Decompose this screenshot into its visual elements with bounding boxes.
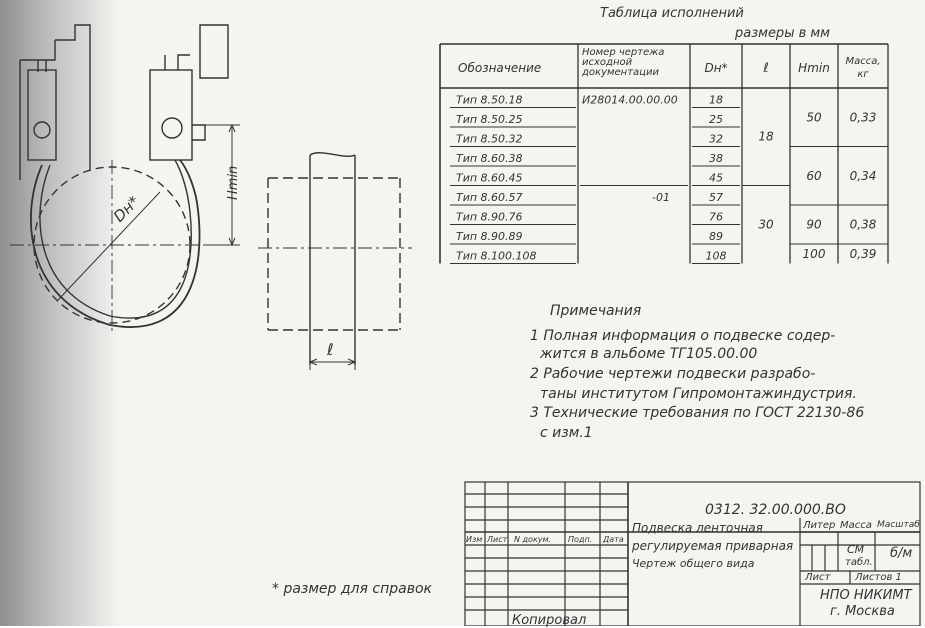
table-cell-mass: 0,33 — [850, 110, 877, 124]
table-cell-designation: Тип 8.50.18 — [456, 94, 523, 107]
table-cell-hmin: 90 — [806, 218, 822, 232]
table-cell-l: 30 — [758, 217, 774, 231]
mass-value-1: СМ — [847, 543, 865, 556]
col-list: Лист — [487, 535, 508, 544]
table-header-mass-2: кг — [857, 69, 869, 80]
hdr-liter: Литер — [803, 520, 836, 531]
hanger-side-view — [10, 24, 240, 335]
table-cell-dn: 89 — [709, 230, 723, 243]
table-header-mass-1: Масса, — [845, 56, 880, 67]
sheet-label: Лист — [805, 572, 831, 583]
note-2-line-2: таны институтом Гипромонтажиндустрия. — [540, 386, 857, 402]
table-cell-designation: Тип 8.60.57 — [456, 191, 523, 204]
org-name: НПО НИКИМТ — [820, 588, 912, 603]
table-units: размеры в мм — [735, 26, 830, 41]
table-cell-dn: 108 — [706, 250, 727, 263]
notes-heading: Примечания — [550, 303, 642, 319]
versions-table: Обозначение Номер чертежаисходнойдокумент… — [439, 43, 889, 264]
table-cell-dn: 57 — [709, 191, 723, 204]
product-name-3: Чертеж общего вида — [632, 557, 755, 570]
table-cell-dn: 45 — [709, 172, 723, 185]
col-doc-num: N докум. — [514, 535, 552, 544]
table-cell-hmin: 60 — [806, 169, 822, 183]
hdr-mass: Масса — [840, 520, 872, 531]
table-cell-dn: 32 — [709, 133, 723, 146]
col-sign: Подп. — [568, 535, 593, 544]
col-date: Дата — [603, 535, 624, 544]
table-header-designation: Обозначение — [458, 61, 541, 75]
table-cell-dn: 25 — [709, 113, 723, 126]
table-header-hmin: Hmin — [798, 61, 830, 75]
table-cell-designation: Тип 8.90.89 — [456, 230, 523, 243]
table-cell-hmin: 100 — [803, 247, 826, 261]
table-cell-drawing-no: И28014.00.00.00 — [582, 94, 678, 107]
reference-footnote: * размер для справок — [272, 581, 432, 597]
title-block-frame — [464, 481, 921, 626]
note-1-line-1: 1 Полная информация о подвеске содер- — [530, 328, 836, 344]
copied-stamp: Копировал — [512, 613, 587, 628]
table-cell-designation: Тип 8.90.76 — [456, 211, 523, 224]
table-cell-designation: Тип 8.50.25 — [456, 113, 523, 126]
table-cell-l: 18 — [758, 130, 774, 144]
table-cell-dn: 18 — [709, 94, 723, 107]
table-cell-mass: 0,39 — [850, 247, 877, 261]
table-cell-mass: 0,38 — [850, 218, 877, 232]
note-3-line-2: с изм.1 — [540, 425, 593, 441]
sheets-label: Листов 1 — [855, 572, 902, 583]
hdr-scale: Масштаб — [877, 520, 920, 530]
note-3-line-1: 3 Технические требования по ГОСТ 22130-8… — [530, 405, 865, 421]
table-cell-designation: Тип 8.60.45 — [456, 172, 523, 185]
mass-value-2: табл. — [845, 557, 873, 568]
table-cell-mass: 0,34 — [850, 169, 877, 183]
table-cell-dn: 76 — [709, 211, 723, 224]
col-izm: Изм — [466, 535, 483, 544]
table-cell-designation: Тип 8.60.38 — [456, 152, 523, 165]
table-cell-drawing-no: -01 — [652, 191, 670, 204]
table-cell-dn: 38 — [709, 152, 723, 165]
table-cell-designation: Тип 8.100.108 — [456, 250, 537, 263]
table-header-drawing-2: исходной — [582, 57, 633, 68]
drawing-number: 0312. 32.00.000.ВО — [705, 502, 846, 518]
note-2-line-1: 2 Рабочие чертежи подвески разрабо- — [530, 366, 816, 382]
l-dimension-label: ℓ — [327, 340, 334, 359]
hmin-label: Hmin — [226, 165, 241, 200]
table-cell-designation: Тип 8.50.32 — [456, 133, 523, 146]
table-cell-hmin: 50 — [806, 110, 822, 124]
product-name-1: Подвеска ленточная — [632, 521, 763, 535]
table-header-drawing-3: документации — [581, 67, 659, 78]
product-name-2: регулируемая приварная — [632, 539, 794, 553]
table-header-dn: Dн* — [704, 61, 727, 75]
note-1-line-2: жится в альбоме ТГ105.00.00 — [540, 346, 758, 362]
org-city: г. Москва — [830, 604, 895, 619]
table-header-drawing-1: Номер чертежа — [582, 47, 664, 58]
scale-value: б/м — [890, 546, 913, 561]
table-header-l: ℓ — [762, 61, 768, 76]
table-title: Таблица исполнений — [600, 6, 744, 21]
pipe-front-view — [258, 152, 412, 370]
